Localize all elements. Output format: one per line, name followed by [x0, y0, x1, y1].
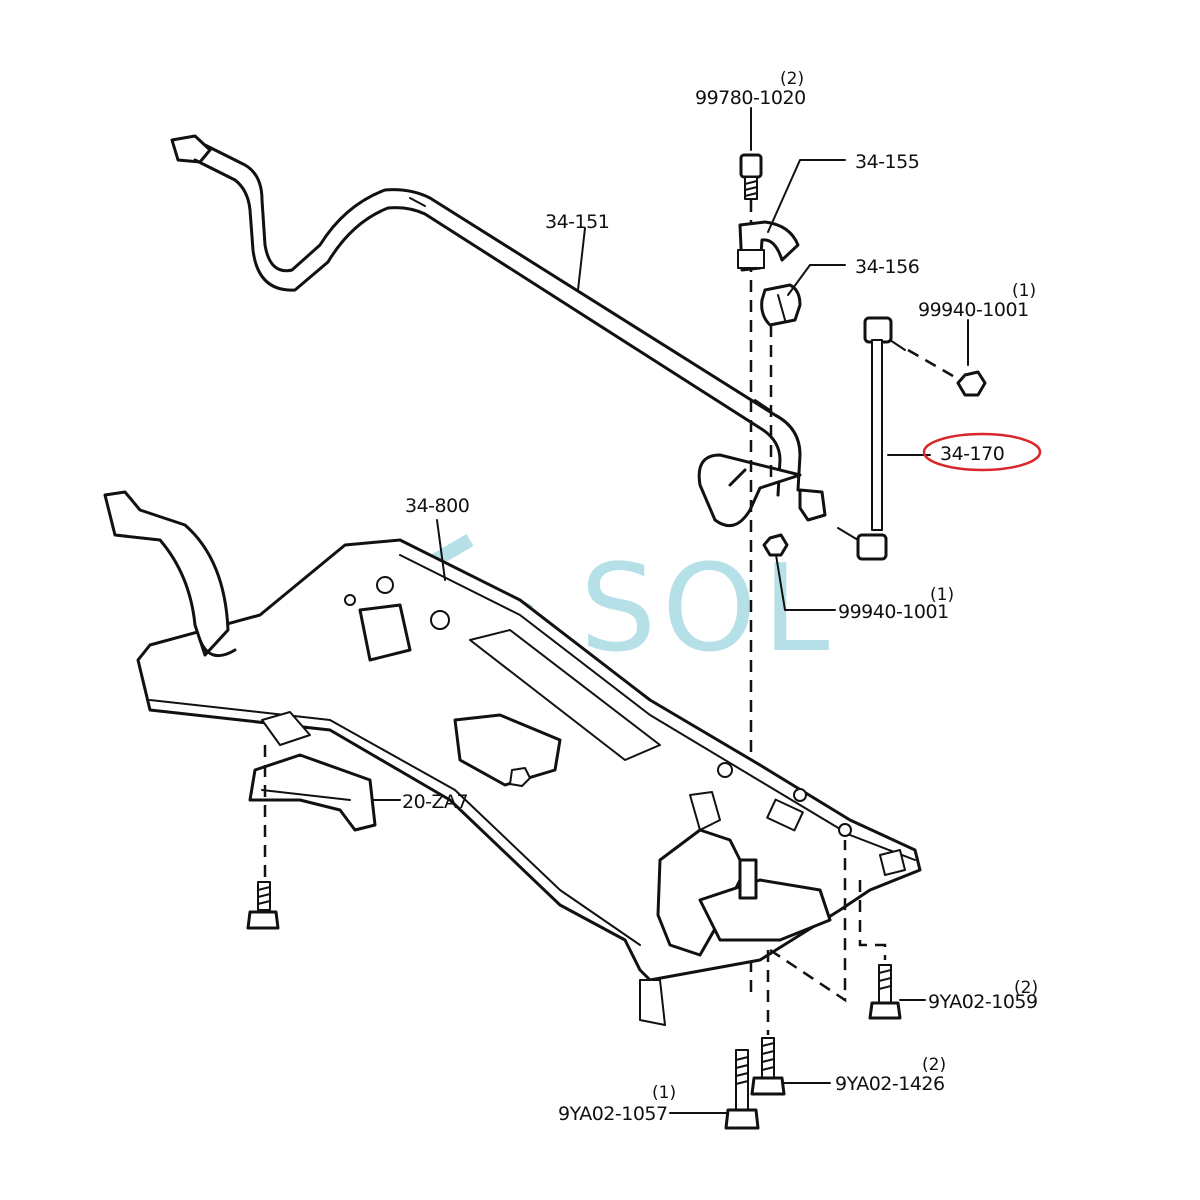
label-34-155: 34-155: [855, 151, 919, 173]
bracket-34-155: [737, 220, 800, 272]
guide-line-nut-upper: [907, 348, 961, 382]
qty-99780-1020: (2): [780, 69, 804, 89]
guide-line-frame-right: [769, 840, 847, 1003]
bolt-9ya02-1426: [750, 1037, 786, 1096]
label-9ya02-1426: 9YA02-1426: [835, 1073, 945, 1095]
qty-99940-1001-top: (1): [1012, 281, 1036, 301]
label-34-156: 34-156: [855, 256, 919, 278]
stabilizer-link-34-170: [837, 316, 906, 561]
label-34-170: 34-170: [940, 443, 1004, 465]
label-9ya02-1059: 9YA02-1059: [928, 991, 1038, 1013]
bolt-lower-left: [246, 881, 280, 930]
leader-34-151: [577, 227, 586, 291]
label-34-800: 34-800: [405, 495, 469, 517]
label-9ya02-1057: 9YA02-1057: [558, 1103, 668, 1125]
nut-upper: [956, 370, 987, 397]
nut-lower: [762, 533, 789, 557]
bolt-9ya02-1057: [724, 1049, 760, 1130]
heat-shield-20-za7: [248, 753, 377, 832]
leader-99940-1001-bottom: [775, 554, 836, 611]
leader-34-156: [787, 264, 846, 296]
label-20-za7: 20-ZA7: [402, 791, 468, 813]
qty-99940-1001-bottom: (1): [930, 585, 954, 605]
bolt-99780-1020: [739, 153, 763, 200]
qty-9ya02-1426: (2): [922, 1055, 946, 1075]
qty-9ya02-1057: (1): [652, 1083, 676, 1103]
label-34-151: 34-151: [545, 211, 609, 233]
bolt-9ya02-1059: [868, 964, 902, 1020]
qty-9ya02-1059: (2): [1014, 978, 1038, 998]
crossmember-34-800: [103, 490, 922, 1026]
label-99780-1020: 99780-1020: [695, 87, 806, 109]
stabilizer-bar: [170, 134, 827, 528]
highlight-circle: [922, 432, 1042, 472]
bushing-34-156: [760, 283, 802, 327]
label-99940-1001-top: 99940-1001: [918, 299, 1029, 321]
leader-34-800: [436, 519, 446, 581]
leader-34-155: [767, 159, 846, 233]
label-99940-1001-bottom: 99940-1001: [838, 601, 949, 623]
